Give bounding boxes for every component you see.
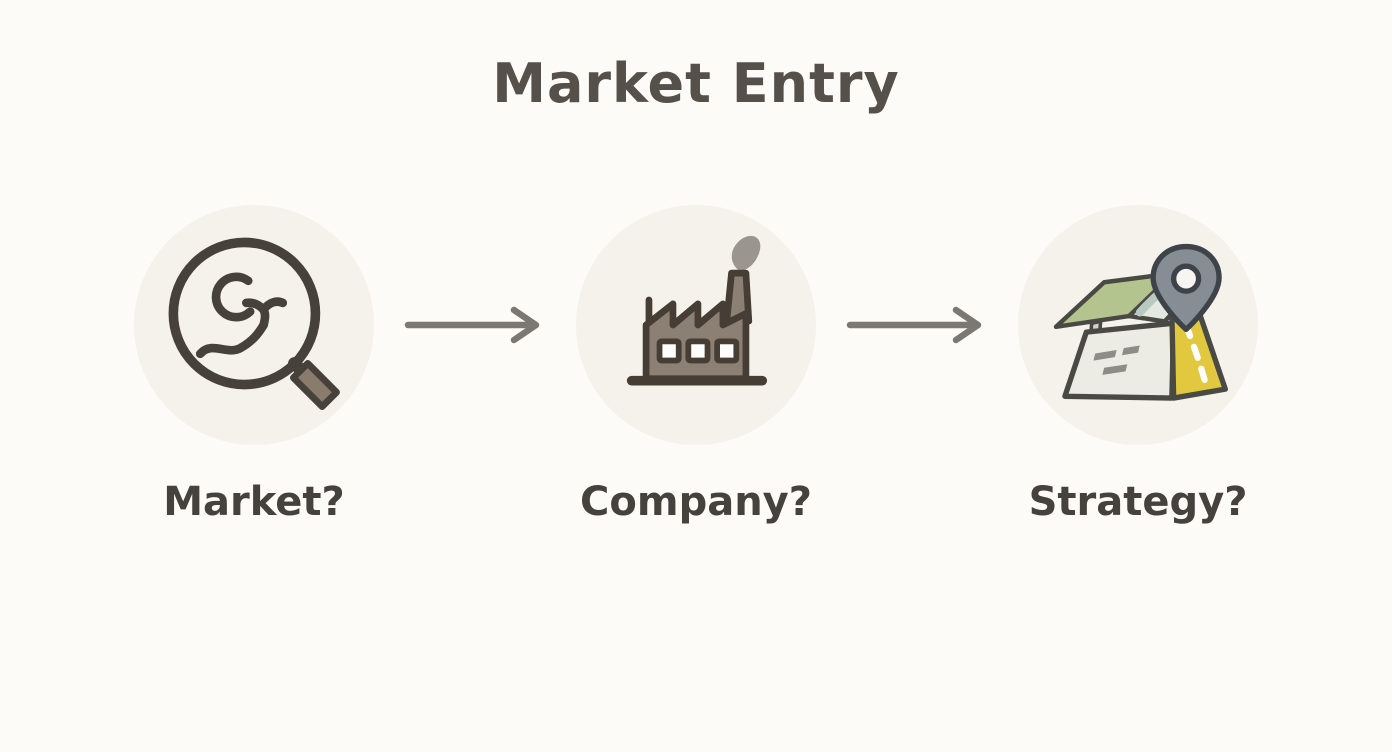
step-label-company: Company? [580, 479, 812, 525]
step-label-strategy: Strategy? [1028, 479, 1248, 525]
step-company: Company? [556, 205, 836, 525]
flow-arrow-icon [836, 205, 998, 445]
step-market: Market? [114, 205, 394, 525]
step-label-market: Market? [163, 479, 345, 525]
page-title: Market Entry [492, 52, 900, 115]
map-icon [1018, 205, 1258, 445]
location-pin-icon [1150, 243, 1222, 333]
step-strategy: Strategy? [998, 205, 1278, 525]
magnifier-icon [134, 205, 374, 445]
market-entry-diagram: Market Entry [0, 52, 1392, 752]
factory-icon [576, 205, 816, 445]
flow-row: Market? [0, 205, 1392, 525]
flow-arrow-icon [394, 205, 556, 445]
